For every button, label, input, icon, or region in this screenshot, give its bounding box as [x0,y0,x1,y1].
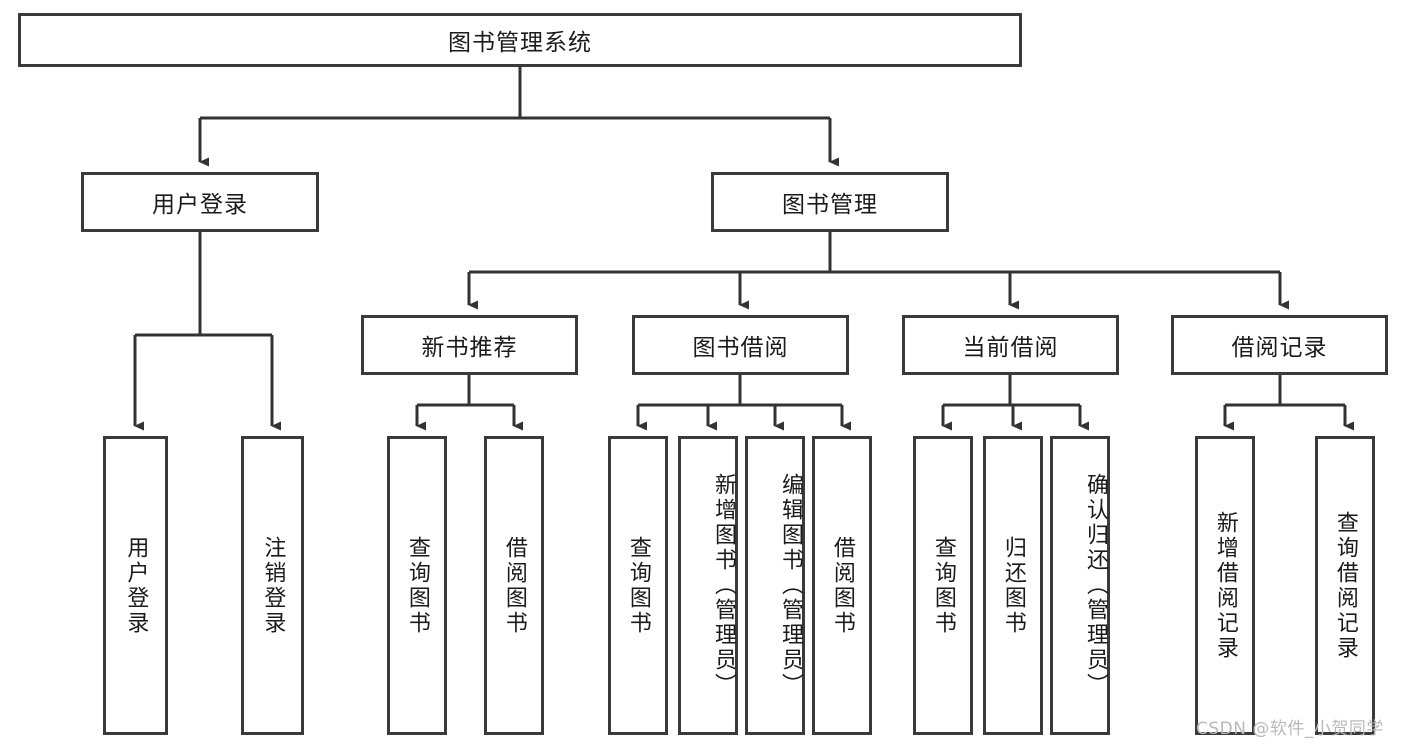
node-current-borrow[interactable]: 当前借阅 [902,315,1119,375]
leaf-add-book-admin[interactable]: 新增图书（管理员） [678,436,738,735]
leaf-logout-label: 注销登录 [260,535,286,636]
leaf-logout[interactable]: 注销登录 [241,436,304,735]
leaf-add-borrow-record-label: 新增借阅记录 [1212,510,1238,661]
node-user-login[interactable]: 用户登录 [81,172,319,232]
node-book-management[interactable]: 图书管理 [711,172,949,232]
leaf-return-book[interactable]: 归还图书 [983,436,1043,735]
leaf-borrow-book[interactable]: 借阅图书 [812,436,872,735]
leaf-query-book-recommend[interactable]: 查询图书 [387,436,447,735]
leaf-query-book-current[interactable]: 查询图书 [913,436,973,735]
leaf-user-login-label: 用户登录 [123,535,149,636]
node-borrow-records-label: 借阅记录 [1231,335,1328,361]
leaf-query-borrow-record[interactable]: 查询借阅记录 [1315,436,1375,735]
leaf-add-book-admin-label: 新增图书（管理员） [711,473,736,698]
leaf-confirm-return-admin[interactable]: 确认归还（管理员） [1050,436,1110,735]
node-book-borrow-label: 图书借阅 [692,335,789,361]
leaf-edit-book-admin[interactable]: 编辑图书（管理员） [745,436,805,735]
leaf-borrow-book-label: 借阅图书 [829,535,855,636]
node-book-management-label: 图书管理 [782,192,878,218]
node-new-book-recommend[interactable]: 新书推荐 [361,315,578,375]
leaf-return-book-label: 归还图书 [1000,535,1026,636]
leaf-borrow-book-recommend[interactable]: 借阅图书 [484,436,544,735]
leaf-borrow-book-recommend-label: 借阅图书 [501,535,527,636]
leaf-confirm-return-admin-label: 确认归还（管理员） [1083,473,1108,698]
leaf-query-book-borrow-label: 查询图书 [625,535,651,636]
node-new-book-recommend-label: 新书推荐 [421,335,518,361]
leaf-edit-book-admin-label: 编辑图书（管理员） [778,473,803,698]
node-root-label: 图书管理系统 [448,30,592,56]
node-root[interactable]: 图书管理系统 [18,13,1022,67]
leaf-query-borrow-record-label: 查询借阅记录 [1332,510,1358,661]
leaf-user-login[interactable]: 用户登录 [103,436,168,735]
leaf-add-borrow-record[interactable]: 新增借阅记录 [1195,436,1255,735]
node-user-login-label: 用户登录 [152,192,248,218]
node-book-borrow[interactable]: 图书借阅 [632,315,849,375]
watermark: CSDN @软件_小贺同学 [1196,719,1384,739]
leaf-query-book-recommend-label: 查询图书 [404,535,430,636]
leaf-query-book-borrow[interactable]: 查询图书 [608,436,668,735]
leaf-query-book-current-label: 查询图书 [930,535,956,636]
node-borrow-records[interactable]: 借阅记录 [1171,315,1388,375]
node-current-borrow-label: 当前借阅 [962,335,1059,361]
